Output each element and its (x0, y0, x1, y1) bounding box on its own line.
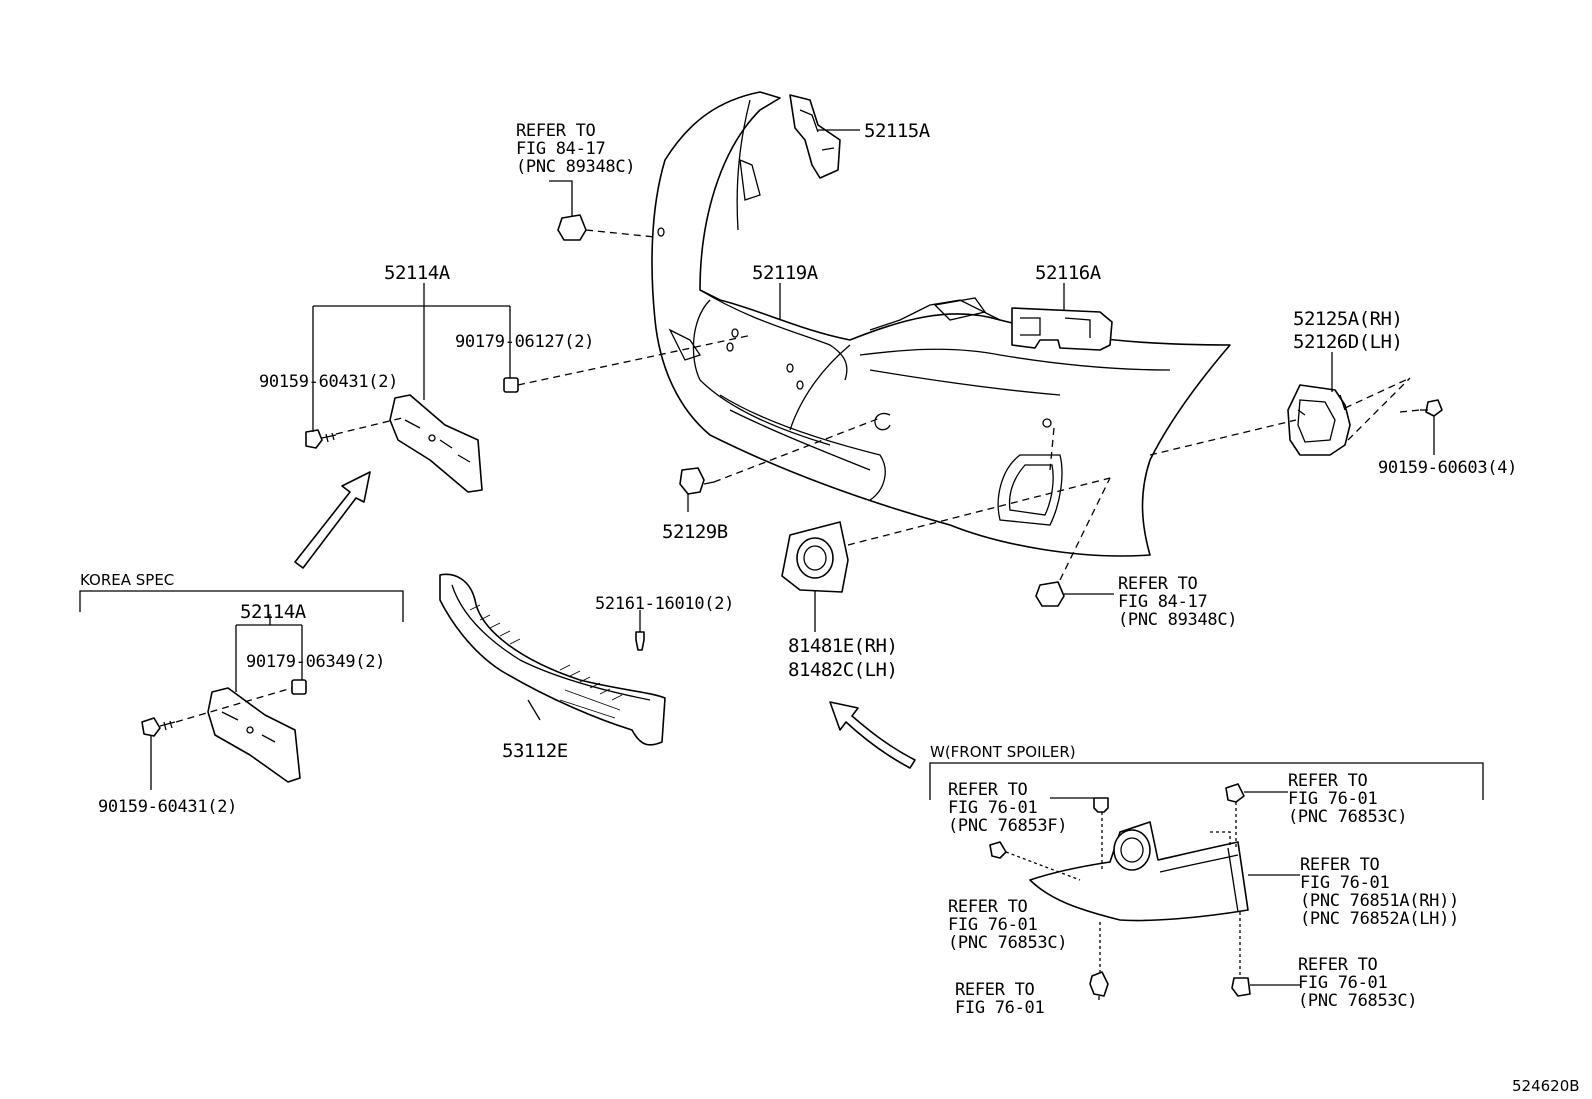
clip-90179-06127 (503, 377, 519, 393)
ref-spoiler-c-line2: FIG 76-01 (1300, 873, 1389, 893)
cap-52129B (679, 467, 715, 495)
korea-spec-bracket (79, 590, 404, 622)
label-90159-60603: 90159-60603(4) (1378, 458, 1517, 478)
bolt-90159-60431-korea (141, 717, 176, 737)
label-90179-06349: 90179-06349(2) (246, 652, 385, 672)
label-52125A: 52125A(RH) (1293, 308, 1402, 330)
absorber-52116A (1011, 307, 1113, 351)
ref-spoiler-c-line4: (PNC 76852A(LH)) (1300, 909, 1459, 929)
label-81482C: 81482C(LH) (788, 659, 897, 681)
ref-spoiler-d-line2: FIG 76-01 (1288, 789, 1377, 809)
ref-spoiler-d-line3: (PNC 76853C) (1288, 807, 1407, 827)
license-bracket-52114A-korea (207, 687, 301, 783)
label-90159-60431-top: 90159-60431(2) (259, 372, 398, 392)
leader-lines (150, 129, 1435, 1000)
license-bracket-52114A-top (389, 394, 483, 493)
label-90159-60431-korea: 90159-60431(2) (98, 797, 237, 817)
ref-spoiler-b-line3: (PNC 76853C) (948, 933, 1067, 953)
ref-spoiler-a-line2: FIG 76-01 (948, 798, 1037, 818)
clip-90179-06349 (291, 679, 307, 695)
ref-spoiler-a-line3: (PNC 76853F) (948, 816, 1067, 836)
ref-spoiler-c-line1: REFER TO (1300, 855, 1380, 875)
label-81481E: 81481E(RH) (788, 635, 897, 657)
ref-spoiler-d-line1: REFER TO (1288, 771, 1368, 791)
spoiler-clips (989, 783, 1251, 997)
clip-89348C-lower (1035, 581, 1065, 607)
label-53112E: 53112E (502, 740, 568, 762)
label-52129B: 52129B (662, 521, 728, 543)
label-52119A: 52119A (752, 262, 819, 284)
bolt-90159-60603 (1420, 399, 1443, 417)
arrow-korea-spec (294, 471, 371, 569)
label-52116A: 52116A (1035, 262, 1102, 284)
ref-spoiler-c-line3: (PNC 76851A(RH)) (1300, 891, 1459, 911)
fog-cover-81481E-81482C (781, 521, 849, 593)
dashed-guides (175, 229, 1421, 976)
bumper-cover-52119A (651, 91, 1231, 557)
front-spoiler (1029, 821, 1249, 922)
group-front-spoiler: W(FRONT SPOILER) (930, 743, 1076, 761)
labels: 52115A 52119A 52116A 52114A 90179-06127(… (80, 120, 1580, 1095)
clip-52161-16010 (635, 631, 645, 651)
ref-spoiler-e-line1: REFER TO (955, 980, 1035, 1000)
arrow-front-spoiler (829, 701, 916, 769)
clip-89348C-upper (557, 214, 587, 241)
label-52114A-korea: 52114A (240, 601, 307, 623)
figure-id: 524620B (1512, 1077, 1580, 1095)
ref-spoiler-f-line3: (PNC 76853C) (1298, 991, 1417, 1011)
label-52115A: 52115A (864, 120, 931, 142)
ref-spoiler-f-line2: FIG 76-01 (1298, 973, 1387, 993)
bracket-52115A (789, 94, 841, 179)
grille-53112E (439, 573, 666, 746)
bracket-52125A-52126D (1287, 384, 1351, 456)
ref-spoiler-b-line1: REFER TO (948, 897, 1028, 917)
ref-spoiler-b-line2: FIG 76-01 (948, 915, 1037, 935)
label-52126D: 52126D(LH) (1293, 331, 1402, 353)
label-52114A-top: 52114A (384, 262, 451, 284)
ref-spoiler-f-line1: REFER TO (1298, 955, 1378, 975)
label-52161-16010: 52161-16010(2) (595, 594, 734, 614)
ref-top-left-line3: (PNC 89348C) (516, 157, 635, 177)
front-spoiler-bracket (929, 762, 1484, 800)
ref-right-mid-line2: FIG 84-17 (1118, 592, 1207, 612)
ref-top-left-line1: REFER TO (516, 121, 596, 141)
ref-right-mid-line1: REFER TO (1118, 574, 1198, 594)
ref-right-mid-line3: (PNC 89348C) (1118, 610, 1237, 630)
label-90179-06127: 90179-06127(2) (455, 332, 594, 352)
bolt-90159-60431-top (305, 429, 337, 449)
ref-spoiler-e-line2: FIG 76-01 (955, 998, 1044, 1018)
group-korea-spec: KOREA SPEC (80, 571, 174, 589)
ref-spoiler-a-line1: REFER TO (948, 780, 1028, 800)
ref-top-left-line2: FIG 84-17 (516, 139, 605, 159)
